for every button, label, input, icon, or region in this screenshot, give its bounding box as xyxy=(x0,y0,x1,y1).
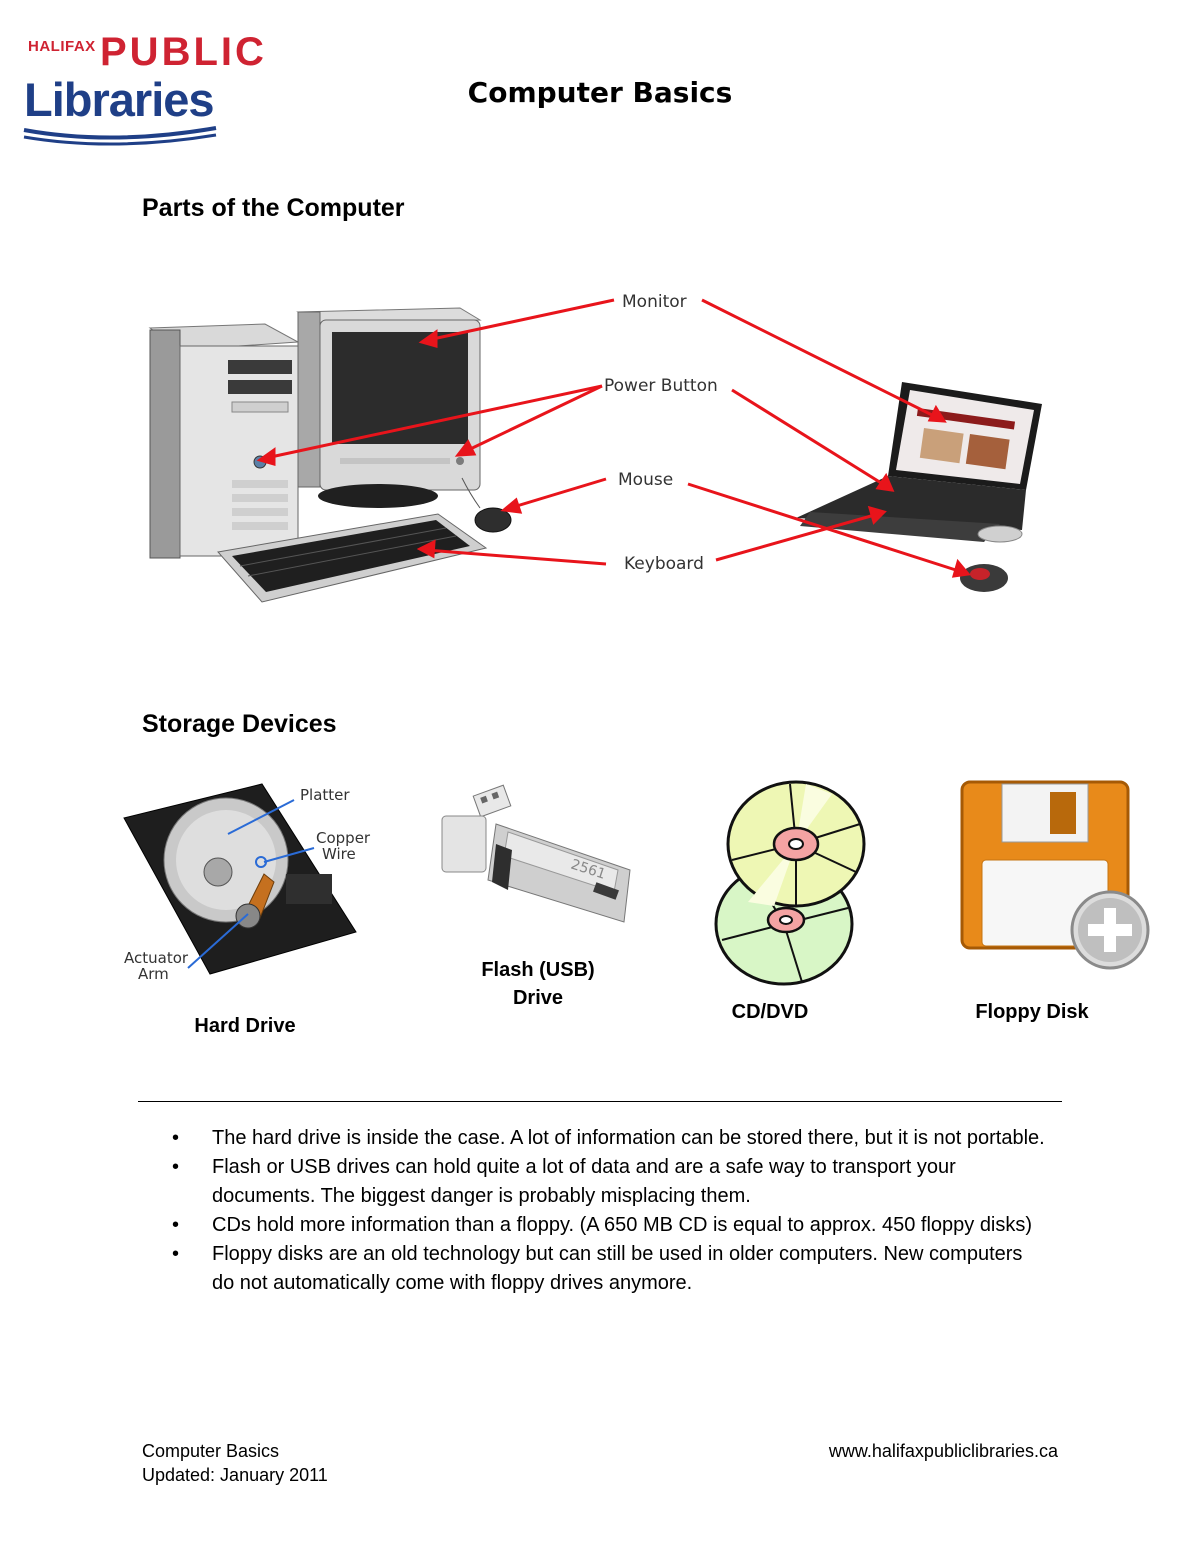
flash-drive-caption: Flash (USB) Drive xyxy=(438,956,638,1012)
usb-flash-drive-icon: 2561 xyxy=(441,784,631,923)
storage-heading: Storage Devices xyxy=(142,710,337,738)
section-divider xyxy=(138,1101,1062,1102)
cd-dvd-caption: CD/DVD xyxy=(731,1001,809,1023)
laptop-icon xyxy=(796,382,1042,543)
copper-wire-label-line2: Wire xyxy=(322,845,356,863)
copper-wire-label: Copper Wire xyxy=(316,830,370,862)
list-item: CDs hold more information than a floppy.… xyxy=(170,1211,1050,1240)
footer-updated: Updated: January 2011 xyxy=(142,1465,328,1485)
mouse-callout: Mouse xyxy=(618,470,674,490)
flash-drive-caption-line2: Drive xyxy=(512,987,564,1009)
hard-drive-icon xyxy=(123,783,357,975)
floppy-disk-icon xyxy=(960,780,1150,970)
desktop-mouse-icon xyxy=(461,477,512,533)
keyboard-callout: Keyboard xyxy=(624,554,704,574)
footer-left: Computer Basics Updated: January 2011 xyxy=(142,1439,328,1487)
platter-label: Platter xyxy=(300,786,350,804)
footer-doc-title: Computer Basics xyxy=(142,1441,280,1461)
laptop-mouse-icon xyxy=(960,564,1008,592)
logo-halifax: HALIFAX xyxy=(28,38,96,55)
actuator-arm-label-line1: Actuator xyxy=(124,949,189,967)
parts-heading: Parts of the Computer xyxy=(142,194,405,222)
monitor-callout: Monitor xyxy=(622,292,687,312)
list-item: The hard drive is inside the case. A lot… xyxy=(170,1124,1050,1153)
logo-wave-icon xyxy=(23,126,217,146)
logo-public: PUBLIC xyxy=(100,30,267,74)
library-logo: HALIFAX PUBLIC Libraries xyxy=(22,30,264,146)
cd-dvd-icon xyxy=(714,780,866,986)
actuator-arm-label: Actuator Arm xyxy=(124,950,188,982)
logo-libraries: Libraries xyxy=(24,73,215,126)
callout-arrows xyxy=(256,298,971,578)
actuator-arm-label-line2: Arm xyxy=(138,965,169,983)
flash-drive-caption-line1: Flash (USB) xyxy=(481,959,595,981)
footer-website[interactable]: www.halifaxpubliclibraries.ca xyxy=(828,1441,1058,1461)
storage-notes-list: The hard drive is inside the case. A lot… xyxy=(170,1124,1050,1298)
crt-monitor-icon xyxy=(296,307,482,508)
copper-wire-label-line1: Copper xyxy=(316,829,371,847)
computer-parts-illustration xyxy=(148,298,1042,603)
floppy-disk-caption: Floppy Disk xyxy=(975,1001,1089,1023)
document-title: Computer Basics xyxy=(467,76,733,109)
hard-drive-caption: Hard Drive xyxy=(194,1015,296,1037)
list-item: Flash or USB drives can hold quite a lot… xyxy=(170,1153,1050,1211)
keyboard-icon xyxy=(217,513,488,603)
desktop-tower-icon xyxy=(148,323,300,559)
power-button-callout: Power Button xyxy=(604,376,718,396)
list-item: Floppy disks are an old technology but c… xyxy=(170,1240,1050,1298)
